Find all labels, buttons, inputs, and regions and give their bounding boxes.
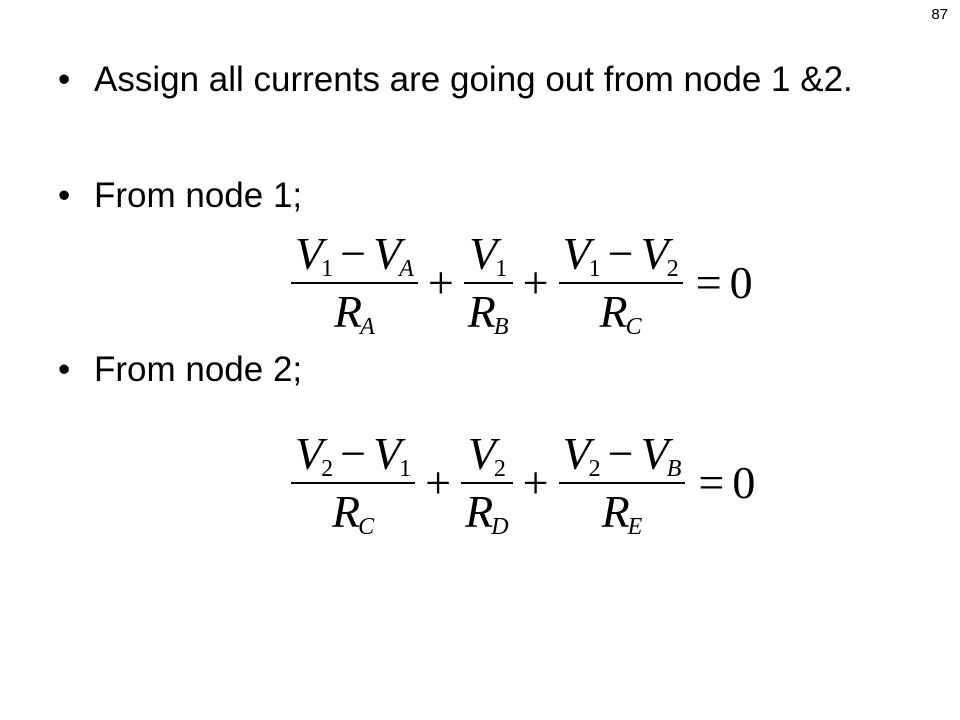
fraction-denominator: RD [465,485,509,540]
fraction-bar [461,481,513,484]
fraction-numerator: V1−V2 [562,228,679,282]
equals-sign: = [698,457,725,509]
fraction-term: V2−V1 RC [291,428,416,540]
bullet-from-node-1: • From node 1; [58,175,854,218]
bullet-from-node-2: • From node 2; [58,349,854,392]
fraction-term: V2 RD [461,428,513,540]
fraction-denominator: RE [601,485,643,540]
node1-equation: V1−VA RA + V1 RB + V1−V2 RC = 0 [288,228,753,340]
fraction-denominator: RA [334,285,375,340]
bullet-text: Assign all currents are going out from n… [94,60,853,99]
bullet-marker: • [58,350,71,389]
slide-number: 87 [931,6,948,23]
fraction-term: V1−VA RA [291,228,418,340]
equation-rhs: 0 [729,257,753,309]
node2-equation: V2−V1 RC + V2 RD + V2−VB RE = 0 [288,428,756,540]
equals-sign: = [695,257,722,309]
fraction-numerator: V2−VB [562,428,682,482]
fraction-term: V1−V2 RC [558,228,683,340]
fraction-denominator: RB [467,285,509,340]
plus-sign: + [427,257,454,309]
equation-rhs: 0 [732,457,756,509]
bullet-marker: • [58,60,71,99]
bullet-text: From node 2; [94,350,303,389]
bullet-assign-currents: • Assign all currents are going out from… [58,59,854,102]
fraction-numerator: V2−V1 [295,428,412,482]
fraction-bar [463,281,513,284]
fraction-bar [558,281,683,284]
fraction-term: V2−VB RE [558,428,686,540]
fraction-numerator: V2 [467,428,506,482]
plus-sign: + [522,257,549,309]
fraction-bar [291,481,416,484]
bullet-text: From node 1; [94,176,303,215]
plus-sign: + [522,457,549,509]
fraction-bar [291,281,418,284]
plus-sign: + [425,457,452,509]
bullet-marker: • [58,176,71,215]
fraction-bar [558,481,686,484]
fraction-term: V1 RB [463,228,513,340]
fraction-denominator: RC [332,485,375,540]
fraction-denominator: RC [599,285,642,340]
fraction-numerator: V1 [469,228,508,282]
fraction-numerator: V1−VA [295,228,414,282]
